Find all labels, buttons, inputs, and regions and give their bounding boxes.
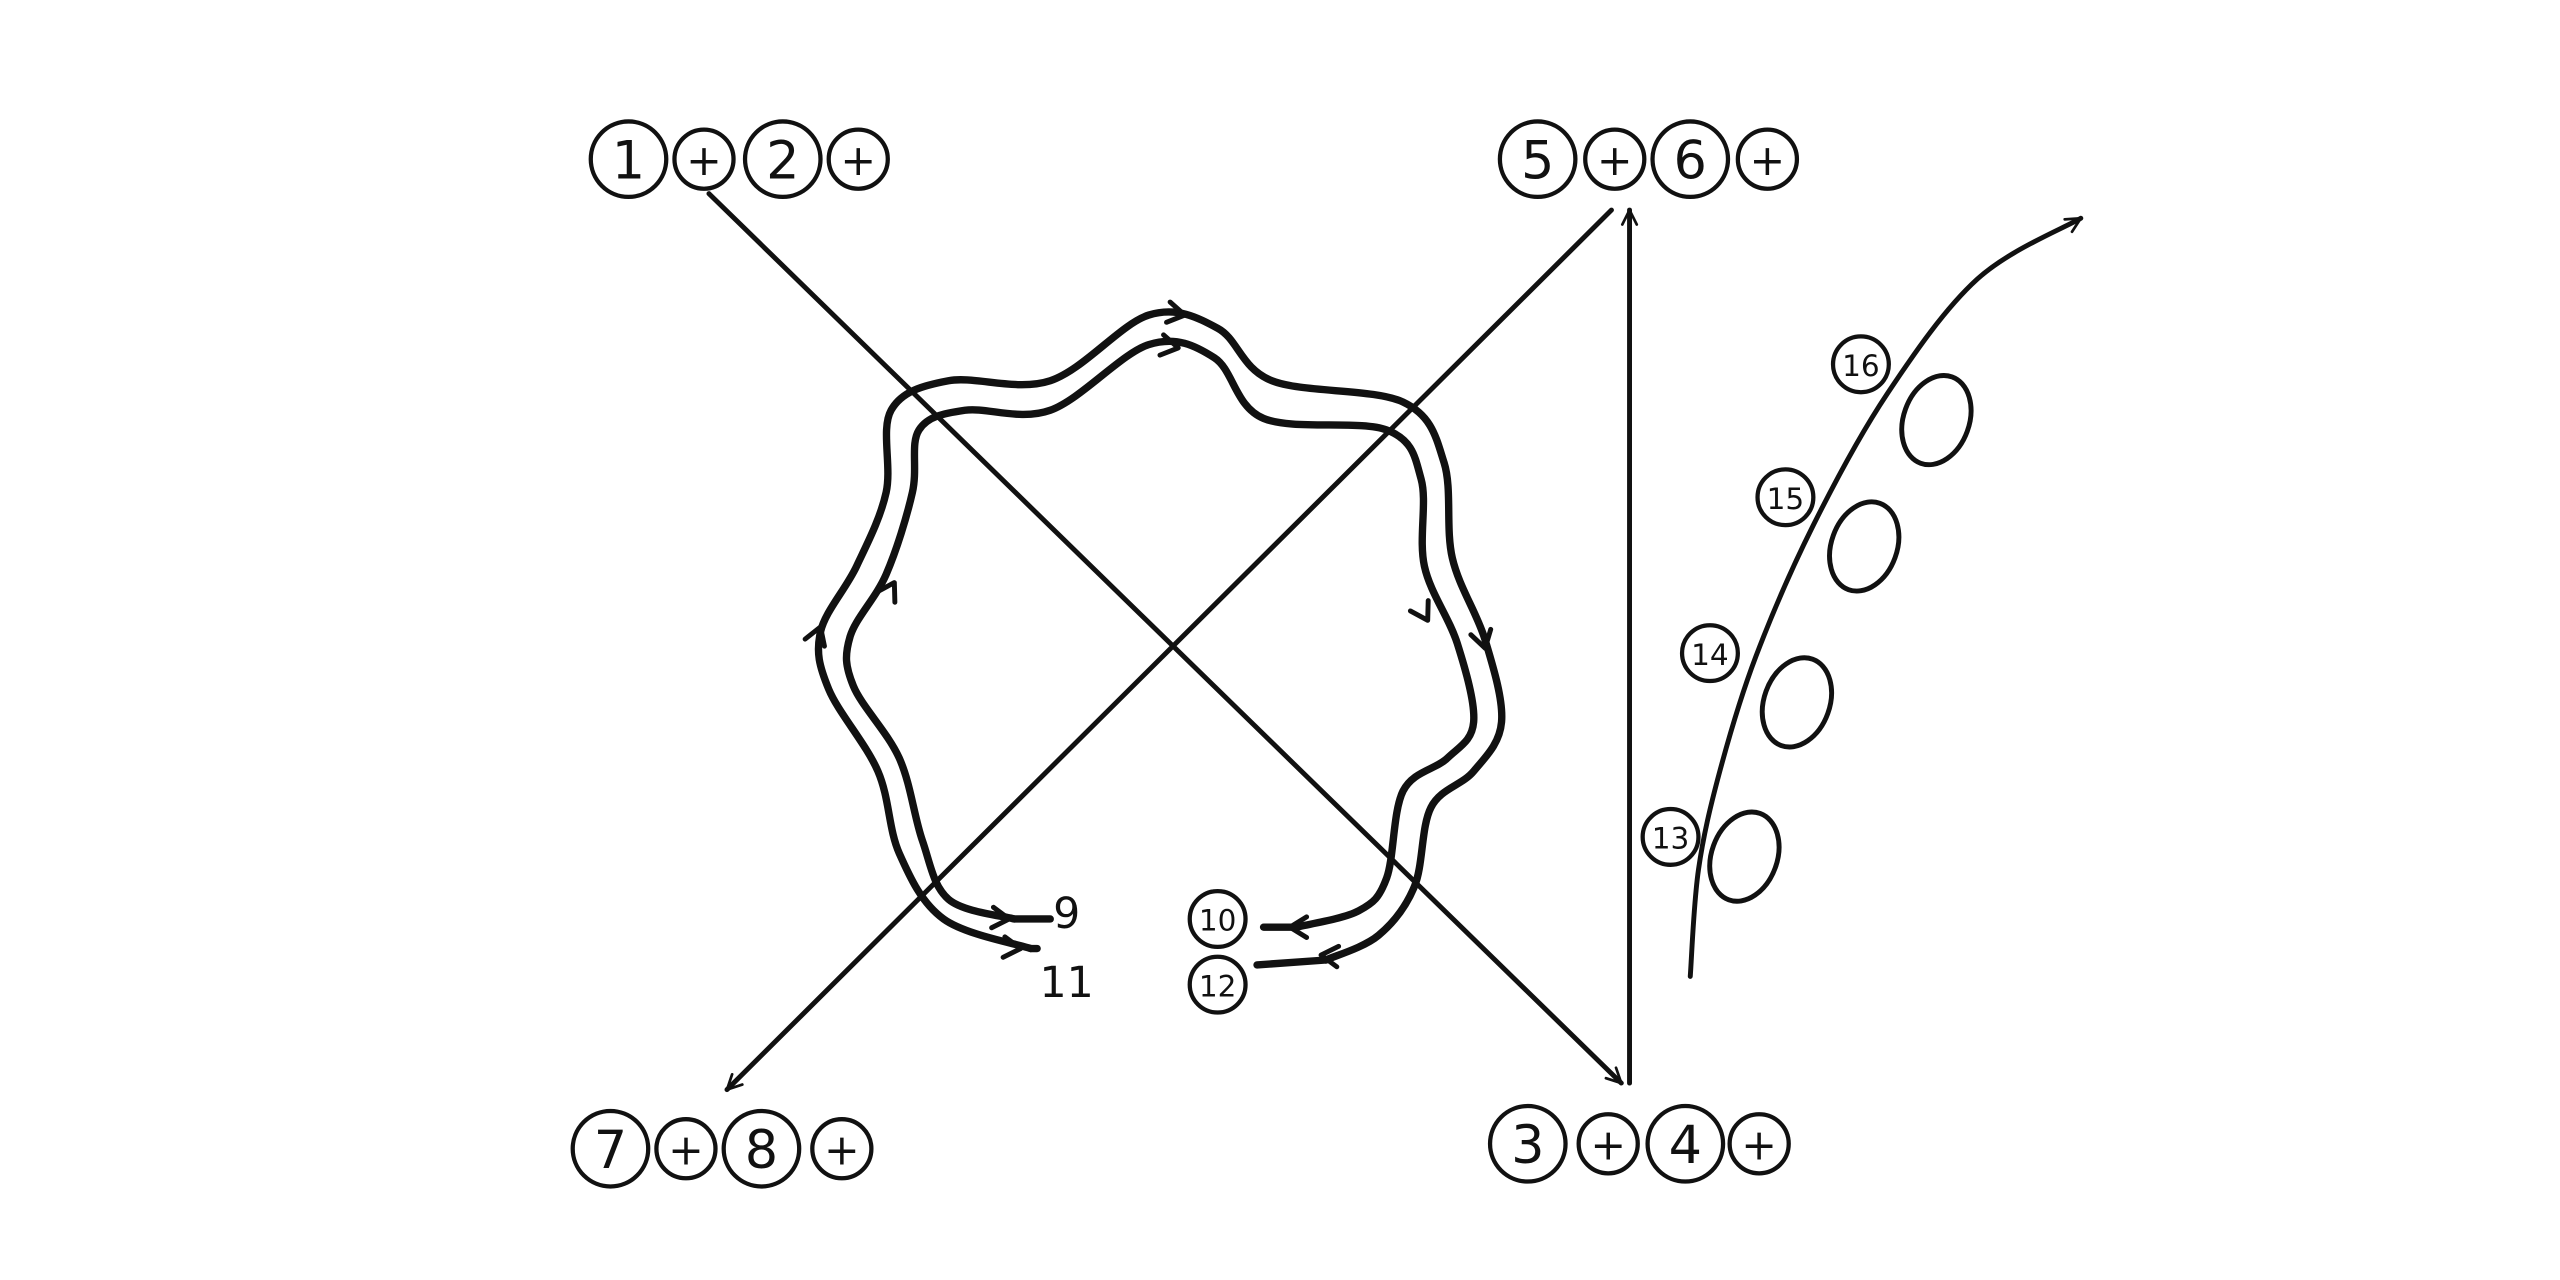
svg-text:1: 1 <box>612 130 645 191</box>
svg-text:9: 9 <box>1053 889 1080 939</box>
label-15: 15 <box>1755 467 1816 528</box>
svg-text:+: + <box>1590 1120 1626 1170</box>
ring-outer-path <box>814 308 1506 964</box>
diagonal-arrow-1-to-3 <box>706 191 1624 1086</box>
plus-bubble: + <box>1576 1112 1640 1176</box>
label-16: 16 <box>1830 334 1891 395</box>
plus-bubble: + <box>654 1117 718 1181</box>
spiral-loop <box>1707 809 1782 904</box>
svg-text:+: + <box>824 1125 860 1175</box>
plus-bubble: + <box>672 127 736 191</box>
svg-text:15: 15 <box>1767 482 1805 516</box>
number-bubble-4: 4 <box>1645 1103 1726 1184</box>
label-12: 12 <box>1187 954 1248 1015</box>
svg-text:4: 4 <box>1669 1115 1702 1176</box>
svg-text:+: + <box>686 136 722 186</box>
plus-bubble: + <box>1727 1112 1791 1176</box>
ring-arrow-icon <box>1468 626 1494 651</box>
plus-bubble: + <box>1735 127 1800 191</box>
svg-text:12: 12 <box>1199 969 1237 1003</box>
ring-arrow-icon <box>1000 934 1024 960</box>
ring-arrow-icon <box>802 624 827 649</box>
ring-arrow-icon <box>1164 299 1188 325</box>
svg-text:6: 6 <box>1674 130 1707 191</box>
number-bubble-3: 3 <box>1487 1103 1568 1184</box>
svg-text:14: 14 <box>1691 638 1729 672</box>
svg-text:+: + <box>1597 136 1633 186</box>
number-bubble-2: 2 <box>742 119 823 200</box>
svg-text:13: 13 <box>1652 822 1690 856</box>
svg-text:+: + <box>840 136 876 186</box>
looping-spiral-path <box>1687 215 2081 979</box>
ring-tail <box>1253 956 1330 969</box>
svg-text:5: 5 <box>1521 130 1554 191</box>
label-11: 11 <box>1040 958 1094 1008</box>
number-bubble-6: 6 <box>1650 119 1731 200</box>
ring-inner-path <box>842 337 1478 931</box>
ring-arrow-icon <box>1157 332 1181 358</box>
ring-arrow-icon <box>1318 943 1342 970</box>
ring-arrow-icon <box>1407 598 1431 623</box>
label-10: 10 <box>1187 888 1248 950</box>
svg-text:+: + <box>1750 136 1786 186</box>
svg-text:8: 8 <box>745 1120 778 1181</box>
spiral-loop <box>1899 373 1974 468</box>
svg-text:2: 2 <box>766 130 799 191</box>
plus-bubble: + <box>810 1117 874 1181</box>
spiral-loop <box>1827 499 1902 594</box>
numbered-labels: 1 +2 +5 +6 +7 +8 +3 +4 +9 11 10 12 13 14 15 16 <box>570 119 1891 1189</box>
label-14: 14 <box>1679 623 1740 684</box>
number-bubble-7: 7 <box>570 1108 651 1189</box>
spiral-loop <box>1759 655 1834 750</box>
number-bubble-1: 1 <box>588 119 669 200</box>
svg-text:3: 3 <box>1511 1115 1544 1176</box>
svg-text:10: 10 <box>1199 904 1237 938</box>
svg-text:7: 7 <box>594 1120 627 1181</box>
spiral-main-arrow <box>1687 215 2081 979</box>
svg-text:11: 11 <box>1040 958 1094 1008</box>
plus-bubble: + <box>1583 127 1647 191</box>
label-13: 13 <box>1640 806 1701 867</box>
ring-arrow-icon <box>989 904 1012 931</box>
ring-arrow-icon <box>874 580 898 605</box>
number-bubble-8: 8 <box>721 1108 802 1189</box>
plus-bubble: + <box>826 127 890 191</box>
number-bubble-5: 5 <box>1497 119 1578 200</box>
diagonal-arrow-5-to-7 <box>724 207 1614 1093</box>
svg-text:+: + <box>668 1125 704 1175</box>
svg-text:16: 16 <box>1842 349 1880 383</box>
wavy-ring-paths <box>802 299 1506 970</box>
svg-text:+: + <box>1741 1120 1777 1170</box>
label-9: 9 <box>1053 889 1080 939</box>
